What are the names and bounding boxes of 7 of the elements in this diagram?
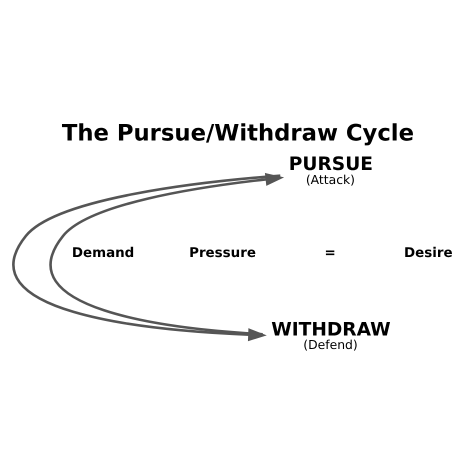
node-text: PURSUE (Attack) bbox=[288, 154, 372, 187]
label: Demand bbox=[71, 246, 134, 262]
node-text: WITHDRAW (Defend) bbox=[270, 320, 390, 352]
label: = bbox=[324, 246, 336, 262]
diagram-title: The Pursue/Withdraw Cycle bbox=[61, 120, 414, 146]
label: Desire bbox=[404, 246, 452, 262]
label: Pressure bbox=[188, 246, 256, 262]
